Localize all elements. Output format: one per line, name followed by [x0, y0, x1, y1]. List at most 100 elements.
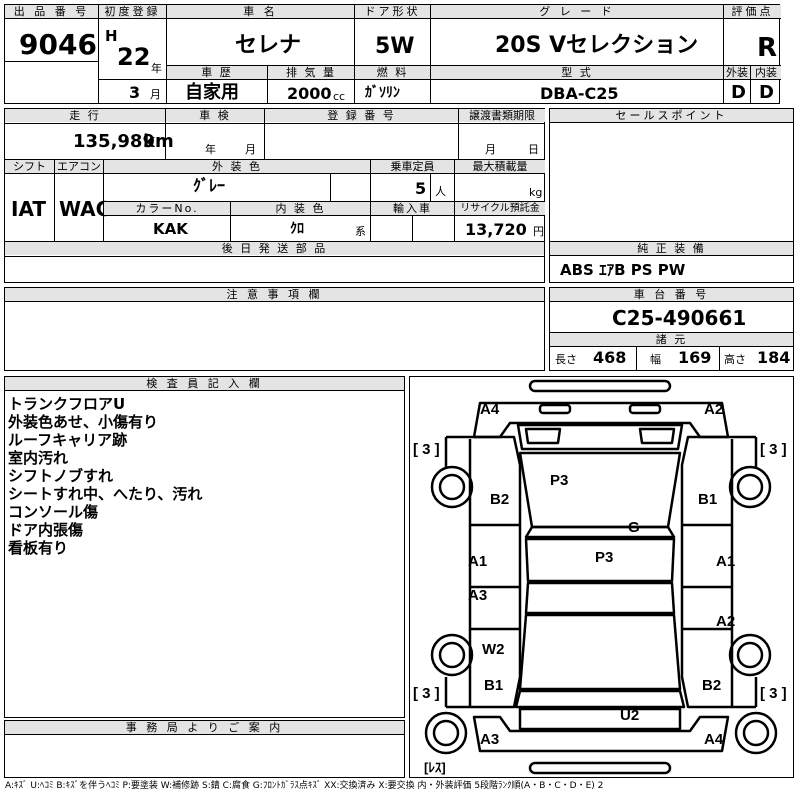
- damage-mark: U2: [620, 707, 640, 724]
- transfer-deadline-label: 譲渡書類期限: [459, 109, 545, 122]
- header-table: 出 品 番 号 9046 初度登録 H 22 年 3 月 車 名 セレナ ドア形…: [4, 4, 781, 104]
- inspector-note: コンソール傷: [8, 503, 99, 521]
- damage-diagram: A4 A2 [ 3 ] [ 3 ] P3 B2 B1 G P3 A1 A1 A3…: [409, 376, 794, 778]
- chassis-label: 車 台 番 号: [550, 288, 793, 302]
- damage-mark: [ 3 ]: [760, 685, 787, 702]
- sales-points-label: セールスポイント: [550, 109, 793, 123]
- chassis-number: C25-490661: [612, 306, 747, 330]
- lot-number: 9046: [19, 28, 97, 61]
- model-name: セレナ: [235, 33, 302, 58]
- first-registration-label: 初度登録: [99, 5, 166, 19]
- damage-mark: [ﾚｽ]: [424, 760, 446, 775]
- inspector-note: ドア内張傷: [8, 521, 84, 539]
- damage-mark: G: [628, 519, 640, 536]
- color-number-label: カラーNo.: [104, 202, 230, 215]
- overall-score: R: [757, 33, 778, 63]
- inspector-note: 外装色あせ、小傷有り: [8, 413, 159, 431]
- damage-mark: P3: [550, 472, 569, 489]
- int-score: D: [759, 82, 774, 103]
- damage-mark: [ 3 ]: [760, 441, 787, 458]
- damage-mark: A4: [480, 401, 500, 418]
- shift-label: シフト: [5, 160, 54, 173]
- recycle-deposit: 13,720: [465, 220, 527, 239]
- capacity: 5: [415, 179, 427, 198]
- inspector-note: 看板有り: [8, 539, 69, 557]
- inspector-note: 室内汚れ: [8, 449, 69, 467]
- displacement-label: 排 気 量: [268, 66, 354, 79]
- equipment: ABS ｴｱB PS PW: [560, 261, 686, 279]
- score-label: 評価点: [724, 5, 781, 19]
- ext-score-label: 外装: [724, 66, 750, 79]
- lot-number-label: 出 品 番 号: [5, 5, 98, 19]
- damage-mark: B1: [698, 491, 718, 508]
- type-code: DBA-C25: [540, 84, 619, 103]
- vehicle-history: 自家用: [185, 82, 239, 103]
- inspector-notes-label: 検 査 員 記 入 欄: [5, 377, 404, 391]
- sales-points-box: セールスポイント 純 正 装 備 ABS ｴｱB PS PW: [549, 108, 794, 283]
- door-type: 5W: [375, 34, 415, 59]
- height: 184: [757, 348, 791, 367]
- damage-mark: A4: [704, 731, 724, 748]
- inspector-note: ルーフキャリア跡: [8, 431, 128, 449]
- office-notice-label: 事 務 局 よ り ご 案 内: [5, 721, 404, 735]
- ext-score: D: [731, 82, 746, 103]
- shift-type: IAT: [11, 197, 47, 221]
- fuel: ｶﾞｿﾘﾝ: [365, 85, 400, 101]
- inspector-notes-box: 検 査 員 記 入 欄 トランクフロアU 外装色あせ、小傷有り ルーフキャリア跡…: [4, 376, 405, 718]
- grade: 20S Vセレクション: [495, 33, 699, 58]
- recycle-deposit-label: リサイクル預託金: [455, 202, 545, 215]
- damage-mark: A1: [468, 553, 488, 570]
- model-label: 車 名: [167, 5, 354, 19]
- specs-label: 諸 元: [550, 333, 793, 347]
- color-number: KAK: [153, 220, 188, 238]
- inspection-label: 車 検: [166, 109, 264, 122]
- mileage-label: 走 行: [5, 109, 165, 122]
- max-load-label: 最大積載量: [455, 160, 545, 173]
- damage-mark: P3: [595, 549, 614, 566]
- caution-label: 注 意 事 項 欄: [5, 288, 544, 302]
- damage-mark: A3: [480, 731, 500, 748]
- interior-color: ｸﾛ: [290, 221, 304, 237]
- equipment-label: 純 正 装 備: [550, 242, 793, 256]
- import-label: 輸入車: [371, 202, 454, 215]
- registration-number-label: 登 録 番 号: [265, 109, 458, 122]
- damage-mark: A3: [468, 587, 488, 604]
- mileage: 135,989: [73, 131, 155, 152]
- door-type-label: ドア形状: [355, 5, 430, 19]
- chassis-box: 車 台 番 号 C25-490661 諸 元 長さ 468 幅 169 高さ 1…: [549, 287, 794, 371]
- type-label: 型 式: [431, 66, 723, 79]
- exterior-color: ｸﾞﾚｰ: [193, 176, 226, 195]
- damage-mark: B2: [490, 491, 510, 508]
- registration-month: 3: [129, 83, 141, 102]
- damage-mark: B1: [484, 677, 504, 694]
- damage-mark: A1: [716, 553, 736, 570]
- interior-color-label: 内 装 色: [231, 202, 370, 215]
- office-notice-box: 事 務 局 よ り ご 案 内: [4, 720, 405, 778]
- damage-mark: A2: [704, 401, 724, 418]
- damage-mark: W2: [482, 641, 505, 658]
- legend: A:ｷｽﾞ U:ﾍｺﾐ B:ｷｽﾞを伴うﾍｺﾐ P:要塗装 W:補修跡 S:錆 …: [5, 781, 604, 791]
- car-outline-diagram: [424, 379, 778, 775]
- exterior-color-label: 外 装 色: [104, 160, 370, 173]
- damage-mark: [ 3 ]: [413, 441, 440, 458]
- aircon-label: エアコン: [55, 160, 103, 173]
- damage-mark: B2: [702, 677, 722, 694]
- damage-mark: [ 3 ]: [413, 685, 440, 702]
- grade-label: グ レ ー ド: [431, 5, 723, 19]
- inspector-note: トランクフロアU: [8, 395, 126, 413]
- damage-mark: A2: [716, 613, 736, 630]
- length: 468: [593, 348, 627, 367]
- int-score-label: 内装: [751, 66, 781, 79]
- later-parts-label: 後 日 発 送 部 品: [5, 242, 544, 255]
- width: 169: [678, 348, 712, 367]
- inspector-note: シフトノブすれ: [8, 467, 114, 485]
- capacity-label: 乗車定員: [371, 160, 454, 173]
- vehicle-details-table: 走 行 車 検 登 録 番 号 譲渡書類期限 135,989 km 年 月 月 …: [4, 108, 545, 283]
- aircon-type: WAC: [59, 197, 111, 221]
- fuel-label: 燃 料: [355, 66, 430, 79]
- displacement: 2000: [287, 84, 332, 103]
- caution-box: 注 意 事 項 欄: [4, 287, 545, 371]
- registration-year: 22: [117, 43, 151, 71]
- inspector-note: シートすれ中、へたり、汚れ: [8, 485, 203, 503]
- history-label: 車 歴: [167, 66, 267, 79]
